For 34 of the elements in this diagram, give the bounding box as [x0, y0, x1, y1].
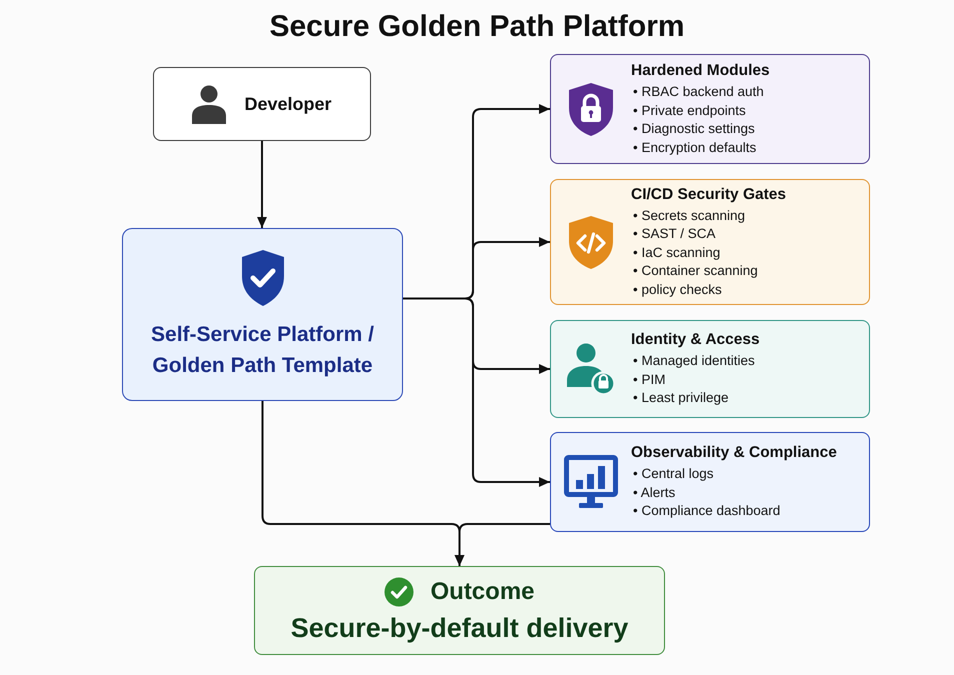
diagram-title: Secure Golden Path Platform — [269, 9, 685, 45]
platform-box — [122, 228, 403, 401]
actor-label: Developer — [244, 93, 332, 115]
bullet-item: • Compliance dashboard — [633, 502, 780, 520]
bullet-item: • Diagnostic settings — [633, 120, 755, 138]
arrow — [454, 523, 550, 566]
bullet-item: • Alerts — [633, 484, 676, 502]
bullet-item: • Central logs — [633, 465, 714, 484]
card-heading: Hardened Modules — [631, 61, 770, 80]
arrow — [257, 141, 267, 228]
actor-box — [153, 67, 371, 141]
platform-title: Self-Service Platform / Golden Path Template — [150, 322, 375, 378]
bullet-item: • Private endpoints — [633, 102, 746, 120]
card-heading: Identity & Access — [631, 330, 760, 350]
bullet-item: • Container scanning — [633, 262, 758, 280]
arrow — [403, 298, 550, 487]
bullet-item: • Least privilege — [633, 389, 729, 408]
bullet-item: • SAST / SCA — [633, 225, 716, 244]
feature-card — [550, 179, 870, 305]
bullet-item: • PIM — [633, 370, 666, 389]
bullet-item: • policy checks — [633, 280, 722, 299]
bullet-item: • IaC scanning — [633, 244, 720, 262]
bullet-item: • Managed identities — [633, 352, 755, 370]
feature-card — [550, 320, 870, 418]
outcome-box — [254, 566, 665, 655]
feature-card — [550, 432, 870, 532]
outcome-heading: Outcome — [430, 576, 534, 606]
feature-card — [550, 54, 870, 164]
outcome-text: Secure-by-default delivery — [290, 612, 628, 644]
bullet-item: • Secrets scanning — [633, 206, 746, 225]
card-heading: CI/CD Security Gates — [631, 184, 786, 204]
card-heading: Observability & Compliance — [631, 443, 837, 462]
bullet-item: • RBAC backend auth — [633, 83, 764, 101]
bullet-item: • Encryption defaults — [633, 138, 756, 157]
